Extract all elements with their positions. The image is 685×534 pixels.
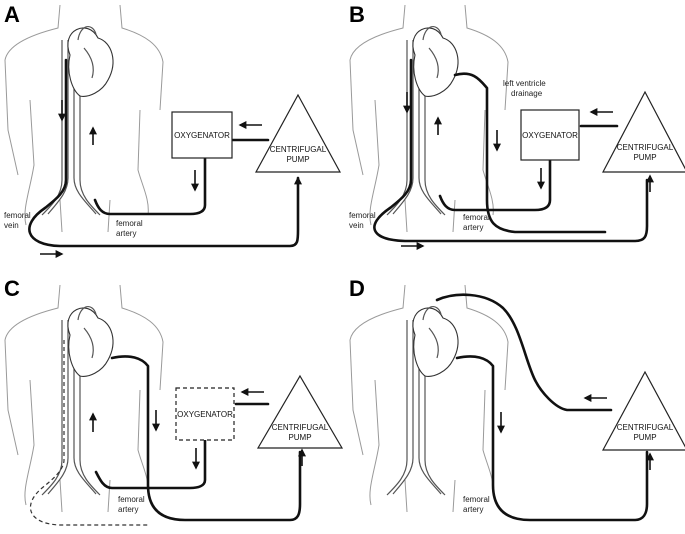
panel-c-pump-label-2: PUMP — [288, 433, 311, 442]
panel-c-oxygenator-label: OXYGENATOR — [177, 410, 233, 419]
panel-a-vein-label-1: femoral — [4, 211, 31, 220]
panel-c-pump-label-1: CENTRIFUGAL — [272, 423, 329, 432]
panel-a-vein-label-2: vein — [4, 221, 19, 230]
panel-a-letter: A — [4, 2, 20, 27]
panel-c-letter: C — [4, 276, 20, 301]
panel-c-artery-label-2: artery — [118, 505, 138, 514]
panel-d-letter: D — [349, 276, 365, 301]
panel-b: B OXYGENATOR CENTRIFUGAL PUMP left ventr… — [349, 2, 685, 250]
panel-d-artery-label-1: femoral — [463, 495, 490, 504]
panel-a-oxygenator — [171, 111, 233, 159]
panel-b-oxygenator-label: OXYGENATOR — [522, 131, 578, 140]
panel-a-pump-label-1: CENTRIFUGAL — [270, 145, 327, 154]
panel-c-artery-label-1: femoral — [118, 495, 145, 504]
panel-d-artery-label-2: artery — [463, 505, 483, 514]
panel-b-pump-label-1: CENTRIFUGAL — [617, 143, 674, 152]
panel-a-artery-label-2: artery — [116, 229, 136, 238]
panel-b-artery-label-1: femoral — [463, 213, 490, 222]
panel-d: D CENTRIFUGAL PUMP femoral artery — [349, 276, 685, 522]
panel-a-oxygenator-label: OXYGENATOR — [174, 131, 230, 140]
panel-c: C OXYGENATOR CENTRIFUGAL PUMP femoral ar… — [4, 276, 344, 526]
panel-a-pump-label-2: PUMP — [286, 155, 309, 164]
panel-a: A OXYGENATOR CENTRIFUGAL PUMP femoral ve… — [4, 2, 342, 258]
panel-b-lv-label-2: drainage — [511, 89, 543, 98]
panel-a-torso — [4, 4, 164, 233]
panel-c-torso — [4, 284, 164, 513]
panel-b-oxygenator — [520, 109, 580, 161]
panel-d-pump-label-2: PUMP — [633, 433, 656, 442]
panel-b-artery-label-2: artery — [463, 223, 483, 232]
panel-b-centrifugal-pump — [602, 90, 685, 173]
panel-d-centrifugal-pump — [601, 370, 685, 451]
panel-a-centrifugal-pump — [254, 93, 342, 173]
panel-b-vein-label-2: vein — [349, 221, 364, 230]
panel-b-torso — [349, 4, 509, 233]
panel-d-torso — [349, 284, 509, 513]
panel-b-pump-label-2: PUMP — [633, 153, 656, 162]
panel-d-pump-label-1: CENTRIFUGAL — [617, 423, 674, 432]
panel-c-centrifugal-pump — [256, 374, 344, 449]
panel-b-letter: B — [349, 2, 365, 27]
panel-a-artery-label-1: femoral — [116, 219, 143, 228]
panel-c-oxygenator — [175, 387, 235, 441]
panel-b-vein-label-1: femoral — [349, 211, 376, 220]
panel-b-lv-label-1: left ventricle — [503, 79, 546, 88]
